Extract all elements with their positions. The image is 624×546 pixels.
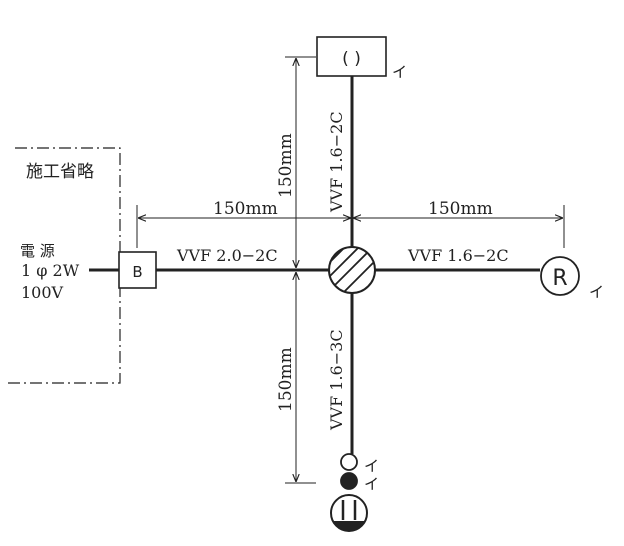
- cable-label-left: VVF 2.0−2C: [176, 246, 278, 265]
- receptacle-light-circle: [540, 256, 580, 296]
- dim-label-right: 150mm: [428, 199, 493, 219]
- receptacle-light-mark: イ: [589, 283, 604, 301]
- junction-box: [328, 246, 376, 294]
- dim-label-left: 150mm: [213, 199, 278, 219]
- ceiling-light-box: [316, 36, 387, 77]
- breaker-symbol: B: [132, 263, 142, 281]
- ceiling-light-symbol: ( ): [342, 49, 361, 69]
- cable-label-right: VVF 1.6−2C: [407, 246, 509, 265]
- omitted-area-label: 施工省略: [26, 162, 94, 182]
- switch-white-mark: イ: [364, 457, 379, 475]
- switch-black-mark: イ: [364, 475, 379, 493]
- cable-label-bottom: VVF 1.6−3C: [327, 329, 346, 431]
- dim-label-bottom: 150mm: [276, 347, 296, 412]
- cable-label-top: VVF 1.6−2C: [327, 111, 346, 213]
- power-source-label-3: 100V: [21, 283, 64, 302]
- power-source-label-2: 1 φ 2W: [21, 261, 80, 280]
- outlet-symbol: [330, 494, 368, 532]
- switch-black-circle: [340, 472, 358, 490]
- dim-label-top: 150mm: [276, 133, 296, 198]
- receptacle-light-symbol: R: [552, 266, 567, 291]
- power-source-label-1: 電 源: [20, 242, 55, 260]
- ceiling-light-mark: イ: [392, 63, 407, 81]
- switch-white-circle: [340, 453, 358, 471]
